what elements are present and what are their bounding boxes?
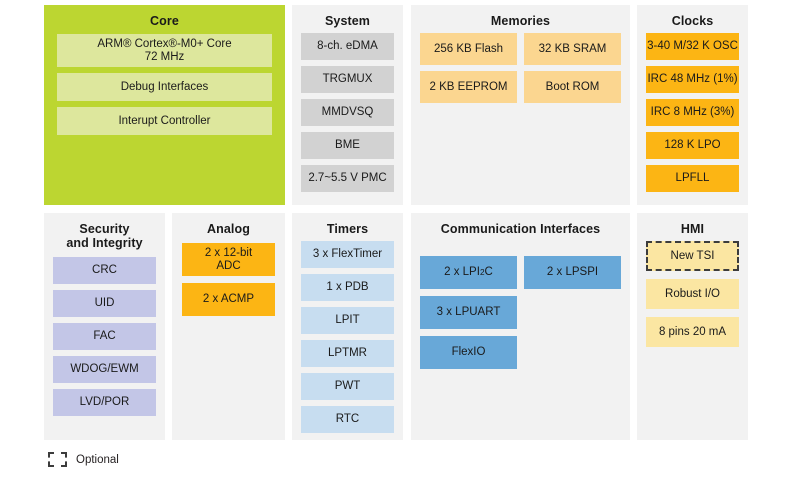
section-security-title: Security and Integrity [66, 222, 143, 250]
block-lptmr[interactable]: LPTMR [301, 340, 394, 367]
block-mmdvsq[interactable]: MMDVSQ [301, 99, 394, 126]
section-memories-title: Memories [490, 14, 551, 28]
block-trgmux[interactable]: TRGMUX [301, 66, 394, 93]
section-analog-title: Analog [207, 222, 250, 236]
section-communication-title: Communication Interfaces [440, 222, 601, 236]
block-flash[interactable]: 256 KB Flash [420, 33, 517, 65]
block-bme[interactable]: BME [301, 132, 394, 159]
section-timers-title: Timers [326, 222, 369, 236]
section-timers: Timers 3 x FlexTimer 1 x PDB LPIT LPTMR … [292, 213, 403, 440]
section-system-blocks: 8-ch. eDMA TRGMUX MMDVSQ BME 2.7~5.5 V P… [301, 33, 394, 198]
section-analog-blocks: 2 x 12-bit ADC 2 x ACMP [182, 243, 275, 323]
legend-optional-label: Optional [76, 453, 119, 466]
block-crc[interactable]: CRC [53, 257, 156, 284]
block-lvd-por[interactable]: LVD/POR [53, 389, 156, 416]
block-8-pins-20ma[interactable]: 8 pins 20 mA [646, 317, 739, 347]
section-hmi-blocks: New TSI Robust I/O 8 pins 20 mA [646, 241, 739, 355]
block-arm-cortex-m0-core[interactable]: ARM® Cortex®-M0+ Core 72 MHz [57, 34, 272, 67]
block-eeprom[interactable]: 2 KB EEPROM [420, 71, 517, 103]
block-pdb[interactable]: 1 x PDB [301, 274, 394, 301]
block-flextimer[interactable]: 3 x FlexTimer [301, 241, 394, 268]
block-pmc[interactable]: 2.7~5.5 V PMC [301, 165, 394, 192]
legend: Optional [48, 452, 119, 467]
section-core-blocks: ARM® Cortex®-M0+ Core 72 MHz Debug Inter… [57, 34, 272, 141]
block-debug-interfaces[interactable]: Debug Interfaces [57, 73, 272, 101]
section-hmi-title: HMI [680, 222, 705, 236]
block-fac[interactable]: FAC [53, 323, 156, 350]
section-analog: Analog 2 x 12-bit ADC 2 x ACMP [172, 213, 285, 440]
section-security-blocks: CRC UID FAC WDOG/EWM LVD/POR [53, 257, 156, 422]
section-core: Core ARM® Cortex®-M0+ Core 72 MHz Debug … [44, 5, 285, 205]
block-uid[interactable]: UID [53, 290, 156, 317]
block-lpi2c-label: 2 x LPI [444, 266, 480, 278]
block-robust-io[interactable]: Robust I/O [646, 279, 739, 309]
legend-optional-swatch-icon [48, 452, 67, 467]
block-adc[interactable]: 2 x 12-bit ADC [182, 243, 275, 276]
section-hmi: HMI New TSI Robust I/O 8 pins 20 mA [637, 213, 748, 440]
section-core-title: Core [150, 14, 179, 28]
block-lpi2c-label-tail: C [484, 266, 493, 278]
section-security-and-integrity: Security and Integrity CRC UID FAC WDOG/… [44, 213, 165, 440]
block-pwt[interactable]: PWT [301, 373, 394, 400]
block-lpo[interactable]: 128 K LPO [646, 132, 739, 159]
block-irc-48mhz[interactable]: IRC 48 MHz (1%) [646, 66, 739, 93]
section-memories: Memories 256 KB Flash 32 KB SRAM 2 KB EE… [411, 5, 630, 205]
section-timers-blocks: 3 x FlexTimer 1 x PDB LPIT LPTMR PWT RTC [301, 241, 394, 439]
block-rtc[interactable]: RTC [301, 406, 394, 433]
block-lpspi[interactable]: 2 x LPSPI [524, 256, 621, 289]
section-clocks: Clocks 3-40 M/32 K OSC IRC 48 MHz (1%) I… [637, 5, 748, 205]
block-osc[interactable]: 3-40 M/32 K OSC [646, 33, 739, 60]
block-lpit[interactable]: LPIT [301, 307, 394, 334]
block-flexio[interactable]: FlexIO [420, 336, 517, 369]
block-acmp[interactable]: 2 x ACMP [182, 283, 275, 316]
section-memories-blocks: 256 KB Flash 32 KB SRAM 2 KB EEPROM Boot… [420, 33, 621, 103]
block-interrupt-controller[interactable]: Interupt Controller [57, 107, 272, 135]
block-new-tsi[interactable]: New TSI [646, 241, 739, 271]
block-lpfll[interactable]: LPFLL [646, 165, 739, 192]
section-clocks-title: Clocks [671, 14, 714, 28]
block-wdog-ewm[interactable]: WDOG/EWM [53, 356, 156, 383]
block-lpuart[interactable]: 3 x LPUART [420, 296, 517, 329]
section-system-title: System [324, 14, 371, 28]
block-boot-rom[interactable]: Boot ROM [524, 71, 621, 103]
block-sram[interactable]: 32 KB SRAM [524, 33, 621, 65]
section-clocks-blocks: 3-40 M/32 K OSC IRC 48 MHz (1%) IRC 8 MH… [646, 33, 739, 198]
section-system: System 8-ch. eDMA TRGMUX MMDVSQ BME 2.7~… [292, 5, 403, 205]
block-irc-8mhz[interactable]: IRC 8 MHz (3%) [646, 99, 739, 126]
block-edma[interactable]: 8-ch. eDMA [301, 33, 394, 60]
